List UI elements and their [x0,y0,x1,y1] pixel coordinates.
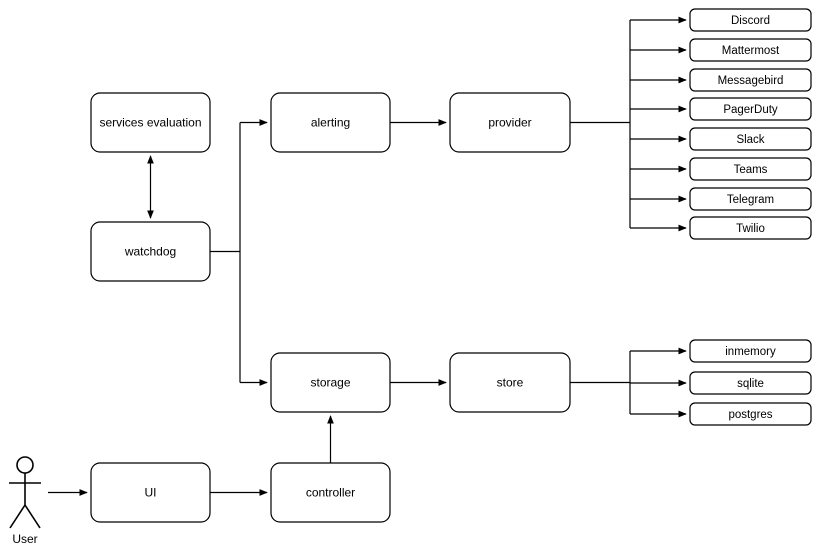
leaf-sqlite[interactable]: sqlite [689,371,812,395]
leaf-box [689,339,812,363]
provider-implementations: DiscordMattermostMessagebirdPagerDutySla… [570,8,812,240]
node-watchdog[interactable]: watchdog [90,221,211,282]
leaf-label: postgres [728,409,772,421]
node-services-evaluation[interactable]: services evaluation [90,92,211,153]
leaf-label: Twilio [736,223,765,235]
actor-leg-left [9,504,26,529]
leaf-box [689,97,812,121]
node-store[interactable]: store [449,352,571,413]
node-box [90,92,211,153]
node-label: watchdog [124,245,176,259]
node-label: provider [488,116,531,130]
node-label: store [497,376,524,390]
leaf-mattermost[interactable]: Mattermost [689,38,812,62]
leaf-slack[interactable]: Slack [689,127,812,151]
leaf-label: Slack [736,134,764,146]
nodes-layer: services evaluation watchdog alerting provi… [90,92,571,523]
node-storage[interactable]: storage [270,352,391,413]
node-box [90,462,211,523]
edges-layer [48,119,447,496]
leaf-box [689,157,812,181]
leaf-box [689,38,812,62]
leaf-box [689,216,812,240]
leaf-telegram[interactable]: Telegram [689,187,812,211]
leaf-box [689,68,812,92]
leaf-label: Teams [734,164,768,176]
leaf-discord[interactable]: Discord [689,8,812,32]
node-box [270,462,391,523]
node-ui[interactable]: UI [90,462,211,523]
leaf-twilio[interactable]: Twilio [689,216,812,240]
actor-head-icon [16,456,34,474]
node-label: controller [306,486,355,500]
leaf-box [689,127,812,151]
actor-label: User [12,532,37,546]
leaf-box [689,187,812,211]
leaf-label: Mattermost [722,45,780,57]
actor-user[interactable]: User [9,456,41,546]
actor-layer: User [9,456,41,546]
leaf-label: Discord [731,15,770,27]
node-box [90,221,211,282]
leaf-box [689,8,812,32]
leaf-box [689,402,812,426]
node-box [270,92,391,153]
leaf-label: Telegram [727,194,774,206]
node-label: alerting [311,116,350,130]
node-controller[interactable]: controller [270,462,391,523]
node-label: storage [310,376,350,390]
leaf-pagerduty[interactable]: PagerDuty [689,97,812,121]
leaf-label: inmemory [725,346,776,358]
leaf-teams[interactable]: Teams [689,157,812,181]
node-alerting[interactable]: alerting [270,92,391,153]
leaf-postgres[interactable]: postgres [689,402,812,426]
actor-leg-right [24,504,41,529]
node-provider[interactable]: provider [449,92,571,153]
leaf-inmemory[interactable]: inmemory [689,339,812,363]
leaf-label: Messagebird [718,75,784,87]
leaf-messagebird[interactable]: Messagebird [689,68,812,92]
store-implementations: inmemory sqlite postgres [570,339,812,426]
leaf-box [689,371,812,395]
leaf-label: PagerDuty [723,104,778,116]
node-label: UI [145,486,157,500]
leaf-label: sqlite [737,378,764,390]
node-label: services evaluation [99,116,201,130]
node-box [270,352,391,413]
leaves-layer: DiscordMattermostMessagebirdPagerDutySla… [570,8,812,426]
